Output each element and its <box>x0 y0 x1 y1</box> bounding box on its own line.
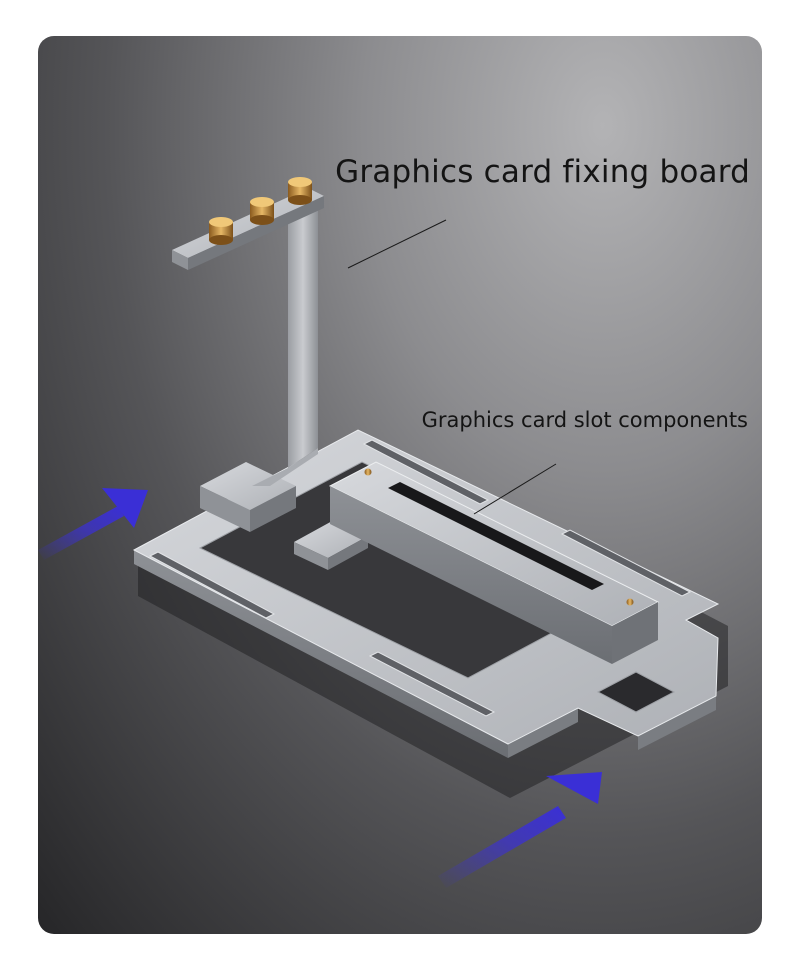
tab-side <box>638 696 716 750</box>
fixing-board <box>172 177 324 532</box>
screw <box>626 598 634 606</box>
base-plate-side <box>134 550 508 758</box>
fixture-scene <box>38 177 728 888</box>
pcie-slot <box>388 482 604 590</box>
tab-hole <box>596 671 676 713</box>
product-photo: Graphics card fixing board Graphics card… <box>38 36 762 934</box>
leader-line-fixing-board <box>347 219 447 269</box>
arrow-right-up-icon <box>38 488 148 560</box>
arrow-right-up-icon <box>438 772 602 888</box>
callout-fixing-board: Graphics card fixing board <box>335 154 750 190</box>
callout-slot-components: Graphics card slot components <box>421 408 748 432</box>
plate-slots <box>148 439 692 717</box>
leader-line-slot-components <box>473 463 557 515</box>
brass-knobs <box>209 177 312 245</box>
base-plate-side-right <box>508 708 578 758</box>
slot-component <box>328 461 660 664</box>
screw <box>364 468 372 476</box>
